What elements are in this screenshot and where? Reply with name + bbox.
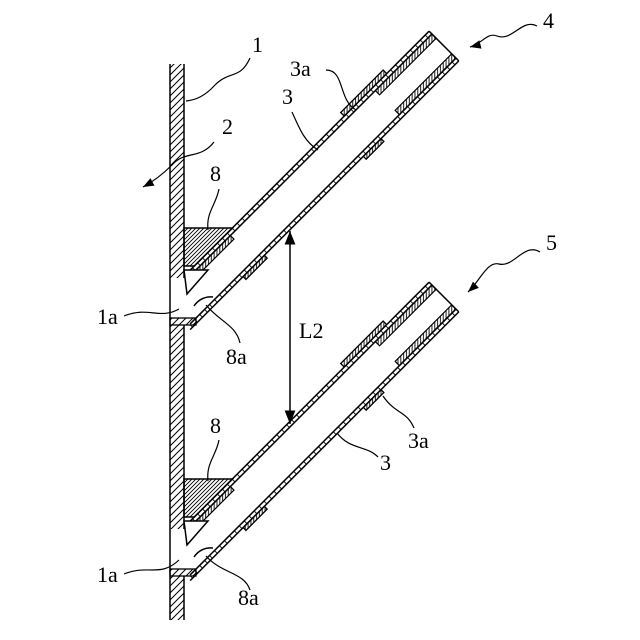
label-lower-sleeve: 3a (408, 428, 429, 453)
wall-hatch-middle (170, 325, 184, 529)
leader-lower-sleeve (383, 396, 414, 428)
label-spacing: L2 (299, 318, 323, 343)
label-wall: 1 (252, 32, 263, 57)
wall-hatch-bottom (170, 576, 184, 620)
leader-upper-block (208, 189, 219, 230)
label-lower-opening: 1a (97, 562, 118, 587)
wall-hatch-top (170, 64, 184, 278)
label-lower-pipe: 3 (380, 450, 391, 475)
label-lower-face: 8a (238, 585, 259, 610)
leader-lower-block (208, 440, 219, 481)
label-upper-sleeve: 3a (290, 56, 311, 81)
label-unit-5: 5 (546, 230, 557, 255)
leader-lower-pipe (337, 433, 378, 457)
label-upper-block: 8 (210, 161, 221, 186)
leader-upper-pipe (292, 112, 318, 150)
wall (170, 64, 184, 620)
arrow-unit-5 (468, 250, 540, 292)
label-upper-opening: 1a (97, 304, 118, 329)
label-lower-block: 8 (210, 413, 221, 438)
leader-wall (186, 58, 250, 101)
leader-upper-face (206, 305, 240, 343)
arrow-unit-4 (470, 24, 537, 47)
label-direction: 2 (222, 114, 233, 139)
label-unit-4: 4 (543, 8, 554, 33)
label-upper-pipe: 3 (282, 84, 293, 109)
label-upper-face: 8a (226, 344, 247, 369)
